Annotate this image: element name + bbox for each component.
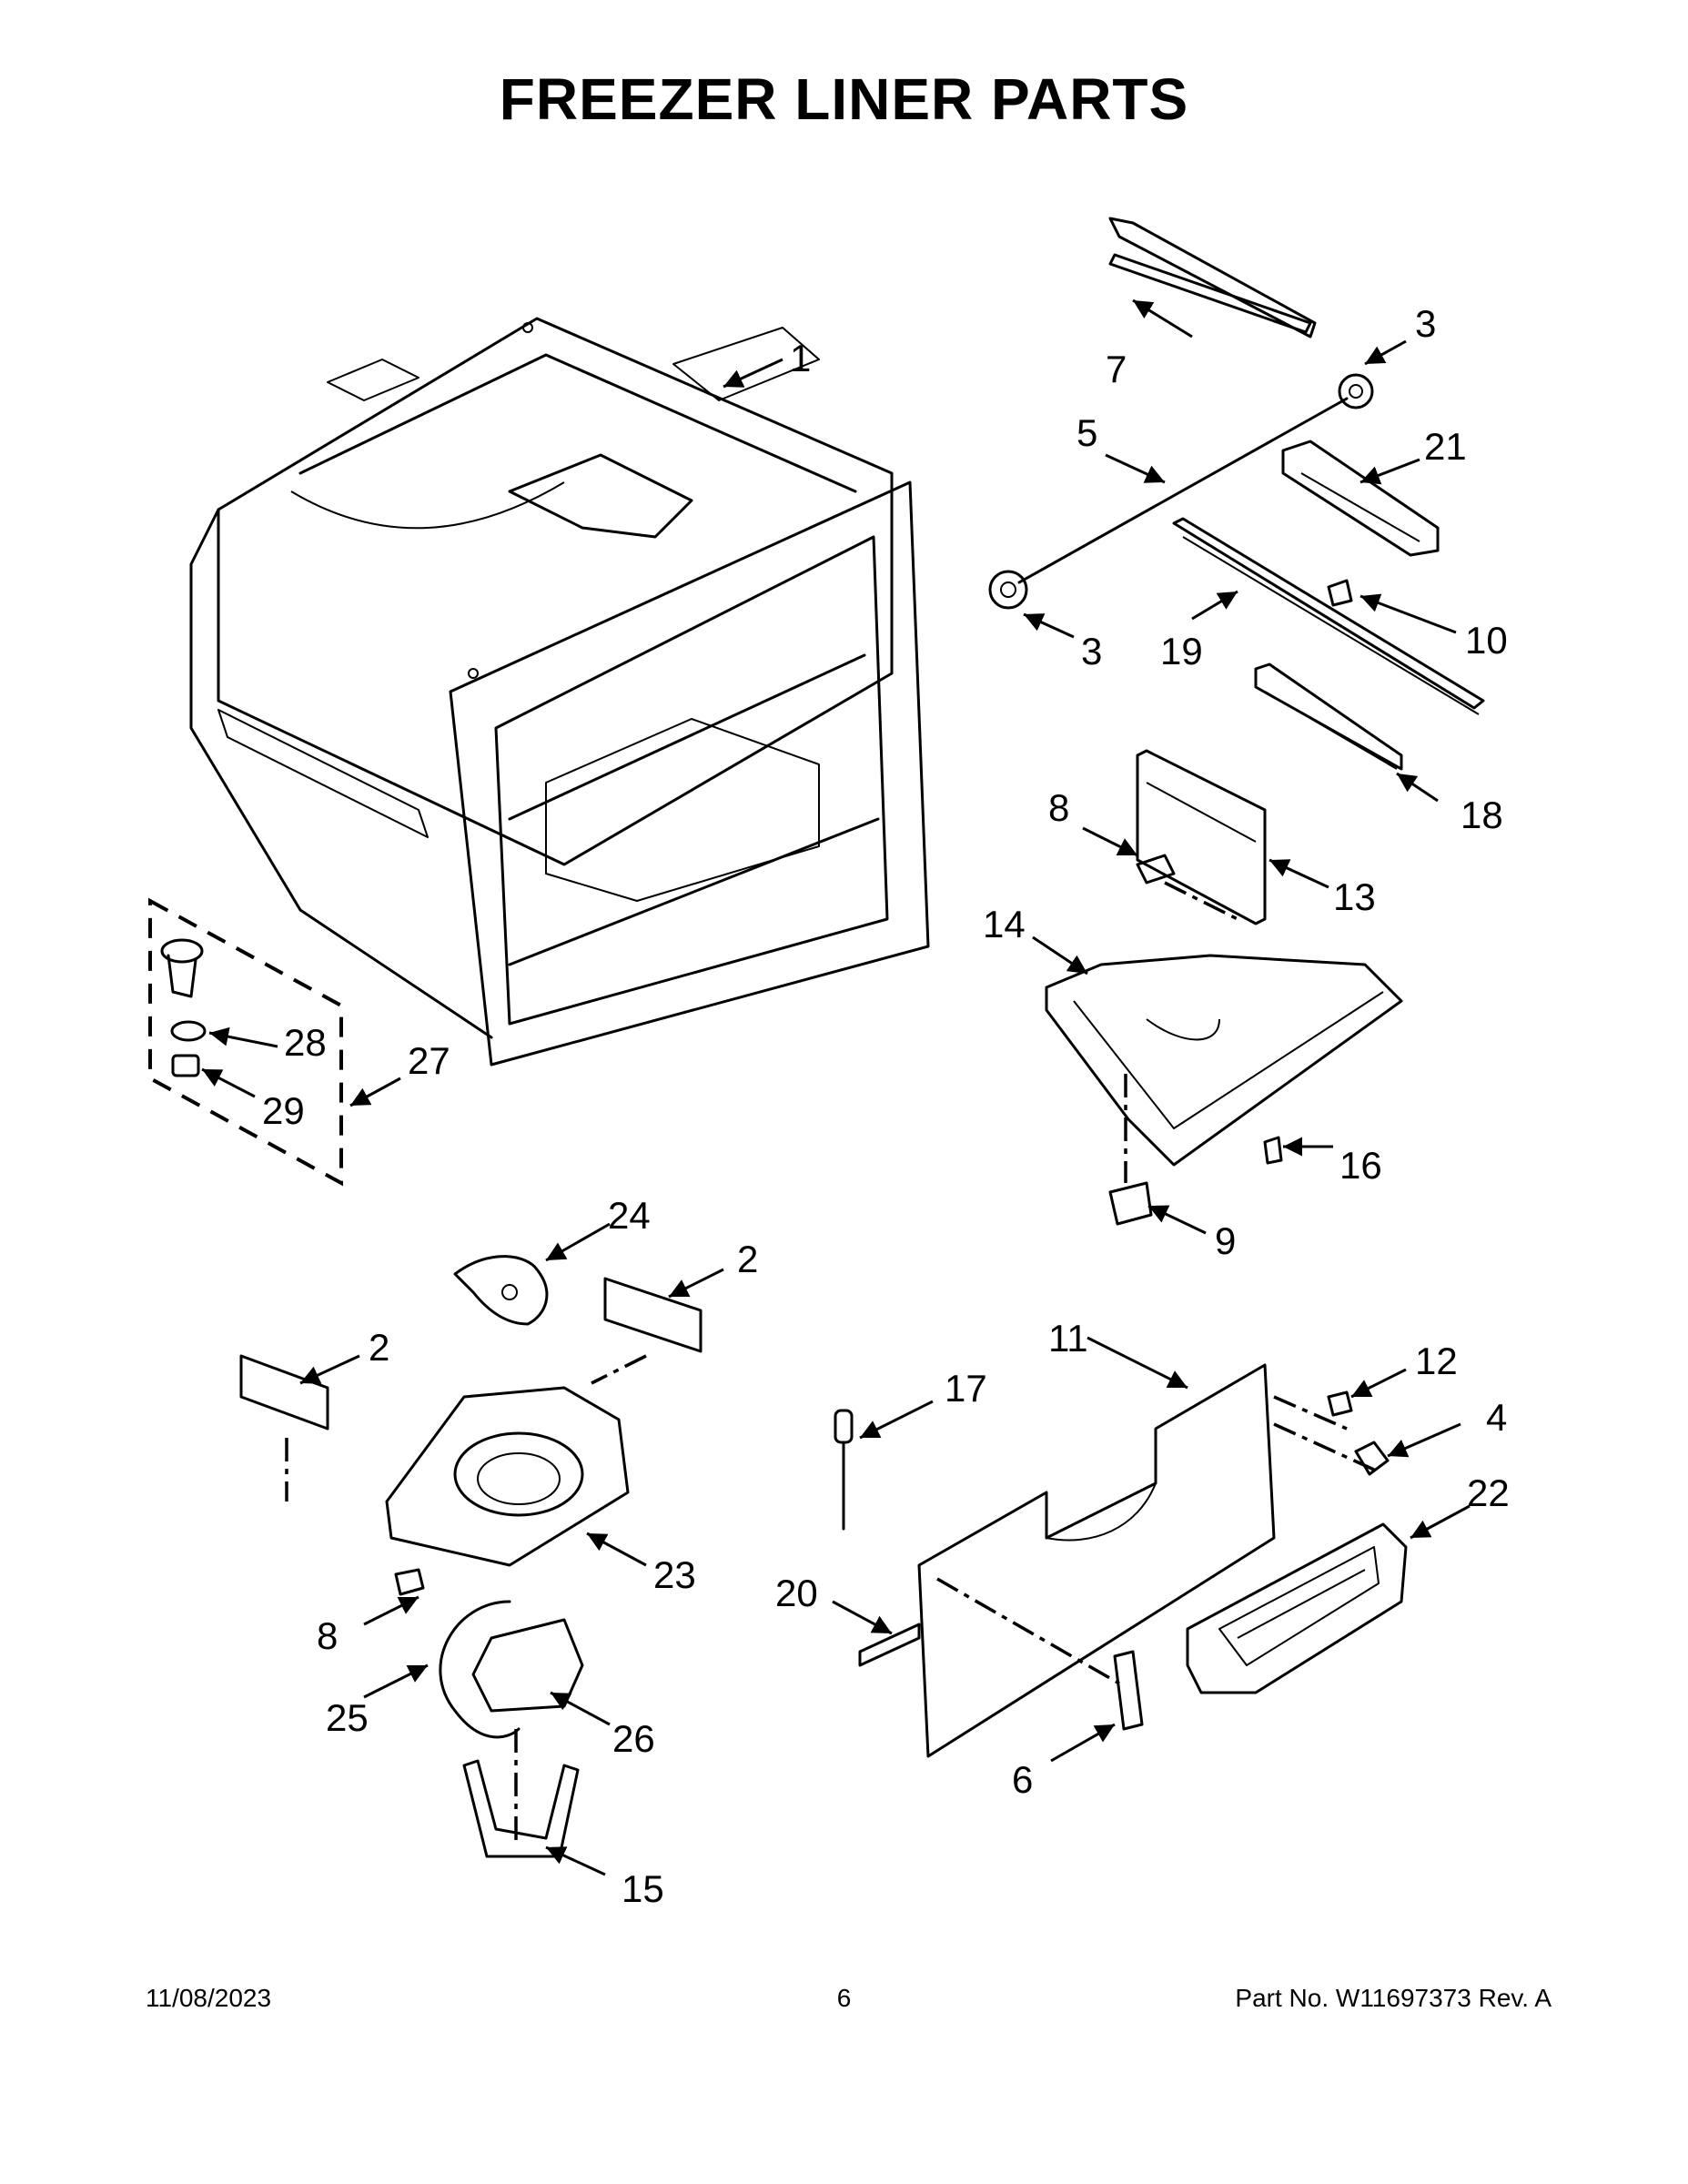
callout-2-right: 2 [737, 1238, 758, 1280]
callout-3-upper: 3 [1415, 302, 1436, 345]
callout-22: 22 [1467, 1471, 1510, 1514]
callout-24: 24 [608, 1194, 651, 1237]
screw-12-drawing [1327, 1390, 1353, 1417]
drain-kit-drawing [148, 897, 343, 1187]
callout-28: 28 [284, 1021, 327, 1064]
leader-lines [201, 298, 1471, 1876]
callout-5: 5 [1076, 411, 1097, 454]
rail-support-drawing [1281, 440, 1440, 557]
callout-8-upper: 8 [1048, 786, 1069, 829]
thermistor-drawing [1354, 1441, 1390, 1476]
callout-25: 25 [326, 1696, 369, 1739]
callout-2-left: 2 [369, 1326, 389, 1369]
callout-23: 23 [653, 1553, 696, 1596]
callout-7: 7 [1106, 348, 1127, 390]
light-housing-drawing [1113, 1650, 1144, 1731]
seal-drawing [858, 1623, 921, 1667]
page-title: FREEZER LINER PARTS [499, 66, 1189, 132]
callout-14: 14 [983, 903, 1026, 945]
cover-panel-drawing [917, 1363, 1375, 1758]
callout-4: 4 [1486, 1396, 1507, 1439]
callout-15: 15 [622, 1867, 664, 1910]
slide-rail-18-drawing [1254, 662, 1403, 771]
callout-1: 1 [790, 337, 811, 379]
fan-housing-drawing [385, 1386, 630, 1567]
callout-27: 27 [408, 1039, 450, 1082]
callout-17: 17 [945, 1367, 987, 1410]
callout-8-lower: 8 [317, 1614, 338, 1657]
screw-drawing [1327, 579, 1353, 607]
bracket-13-drawing [1136, 749, 1267, 925]
callout-29: 29 [262, 1089, 305, 1132]
sensor-drawing [834, 1409, 854, 1531]
freezer-liner-drawing [189, 317, 930, 1067]
callout-21: 21 [1424, 425, 1467, 468]
callout-10: 10 [1465, 619, 1508, 662]
callout-9: 9 [1215, 1219, 1236, 1262]
grille-drawing [1186, 1522, 1408, 1694]
shaft-and-gears-drawing [988, 373, 1374, 610]
callout-19: 19 [1160, 630, 1203, 672]
fan-motor-assembly-drawing [394, 1568, 584, 1858]
rail-drawing [1108, 217, 1317, 339]
fan-blade-drawing [453, 1255, 549, 1326]
foam-blocks-drawing [239, 1277, 702, 1502]
callout-26: 26 [612, 1717, 655, 1760]
callout-20: 20 [775, 1572, 818, 1614]
callout-6: 6 [1012, 1758, 1033, 1801]
footer-date: 11/08/2023 [146, 1984, 272, 2012]
callout-13: 13 [1333, 875, 1376, 918]
slide-rail-19-drawing [1172, 517, 1485, 715]
footer-part-number: Part No. W11697373 Rev. A [1235, 1984, 1552, 2012]
ice-tray-drawing [1045, 954, 1403, 1226]
callout-16: 16 [1339, 1144, 1382, 1187]
callout-18: 18 [1461, 794, 1503, 836]
footer-page-number: 6 [836, 1984, 852, 2012]
callout-3-lower: 3 [1081, 630, 1102, 672]
callout-11: 11 [1048, 1317, 1088, 1360]
callout-12: 12 [1415, 1340, 1458, 1382]
